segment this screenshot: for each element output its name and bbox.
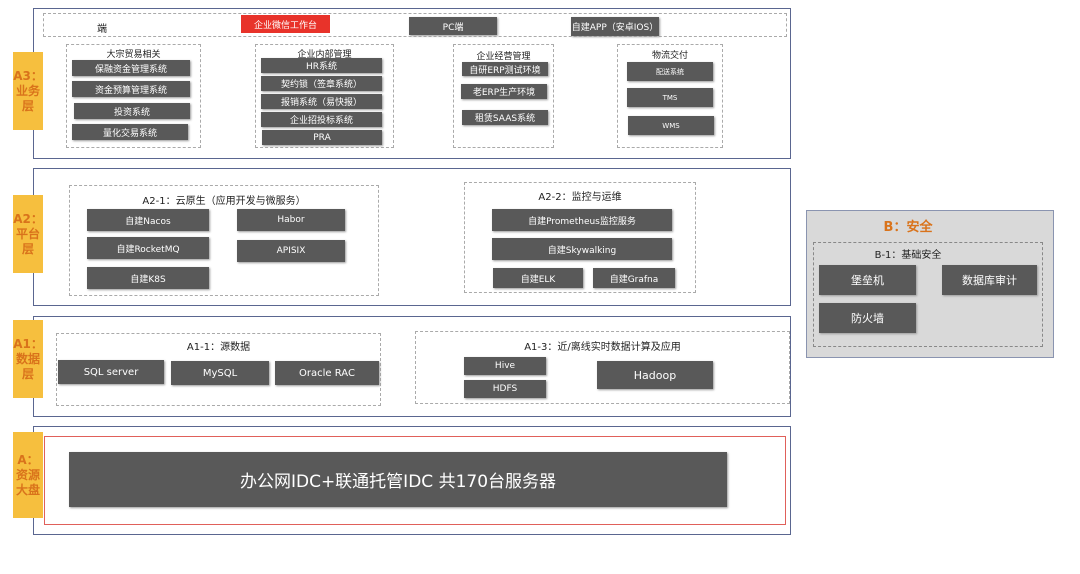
group-title: 大宗贸易相关 xyxy=(106,50,161,60)
group-operations xyxy=(453,44,554,148)
group-internal xyxy=(255,44,394,148)
group-title: 物流交付 xyxy=(651,51,688,61)
bigdata-box[interactable]: HDFS xyxy=(464,380,546,398)
system-box[interactable]: 量化交易系统 xyxy=(72,124,188,140)
endpoint-app[interactable]: 自建APP（安卓IOS） xyxy=(571,17,659,36)
system-box[interactable]: 自研ERP测试环境 xyxy=(462,62,548,76)
system-box[interactable]: 企业招投标系统 xyxy=(261,112,382,127)
security-box[interactable]: 防火墙 xyxy=(819,303,916,333)
service-box[interactable]: 自建RocketMQ xyxy=(87,237,209,259)
group-trade xyxy=(66,44,201,148)
service-box[interactable]: 自建ELK xyxy=(493,268,583,288)
group-title: B-1：基础安全 xyxy=(874,250,942,261)
group-title: A1-1：源数据 xyxy=(186,342,251,353)
service-box[interactable]: 自建Prometheus监控服务 xyxy=(492,209,672,231)
bigdata-box[interactable]: Hadoop xyxy=(597,361,713,389)
resource-summary: 办公网IDC+联通托管IDC 共170台服务器 xyxy=(69,452,727,507)
system-box[interactable]: WMS xyxy=(628,116,714,135)
group-title: A2-1：云原生（应用开发与微服务） xyxy=(142,196,306,207)
system-box[interactable]: 配送系统 xyxy=(627,62,713,81)
service-box[interactable]: 自建Skywalking xyxy=(492,238,672,260)
database-box[interactable]: SQL server xyxy=(58,360,164,384)
database-box[interactable]: Oracle RAC xyxy=(275,361,379,385)
group-source-data xyxy=(56,333,381,406)
security-box[interactable]: 数据库审计 xyxy=(942,265,1037,295)
group-basic-security xyxy=(813,242,1043,347)
system-box[interactable]: 资金预算管理系统 xyxy=(72,81,190,97)
group-title: A1-3：近/离线实时数据计算及应用 xyxy=(524,342,681,353)
system-box[interactable]: 报销系统（易快报） xyxy=(261,94,382,109)
endpoint-wechat-work[interactable]: 企业微信工作台 xyxy=(241,15,330,33)
system-box[interactable]: 老ERP生产环境 xyxy=(461,84,547,99)
group-cloud-native xyxy=(69,185,379,296)
service-box[interactable]: 自建Nacos xyxy=(87,209,209,231)
system-box[interactable]: 租赁SAAS系统 xyxy=(462,110,548,125)
security-box[interactable]: 堡垒机 xyxy=(819,265,916,295)
system-box[interactable]: HR系统 xyxy=(261,58,382,73)
group-logistics xyxy=(617,44,723,148)
service-box[interactable]: 自建Grafna xyxy=(593,268,675,288)
group-title: A2-2：监控与运维 xyxy=(538,192,622,203)
bigdata-box[interactable]: Hive xyxy=(464,357,546,375)
layer-a-badge: A：资源大盘 xyxy=(13,432,43,518)
system-box[interactable]: 保融资金管理系统 xyxy=(72,60,190,76)
layer-a2-badge: A2：平台层 xyxy=(13,195,43,273)
service-box[interactable]: APISIX xyxy=(237,240,345,262)
system-box[interactable]: 投资系统 xyxy=(74,103,190,119)
layer-a1-badge: A1：数据层 xyxy=(13,320,43,398)
endpoint-pc[interactable]: PC端 xyxy=(409,17,497,35)
system-box[interactable]: PRA xyxy=(262,130,382,145)
database-box[interactable]: MySQL xyxy=(171,361,269,385)
service-box[interactable]: Habor xyxy=(237,209,345,231)
system-box[interactable]: TMS xyxy=(627,88,713,107)
group-title: 企业经营管理 xyxy=(476,52,531,62)
group-realtime-compute xyxy=(415,331,790,404)
endpoint-row xyxy=(43,13,787,37)
endpoint-label: 端 xyxy=(97,24,107,35)
layer-a3-badge: A3：业务层 xyxy=(13,52,43,130)
system-box[interactable]: 契约锁（签章系统） xyxy=(261,76,382,91)
group-monitoring xyxy=(464,182,696,293)
service-box[interactable]: 自建K8S xyxy=(87,267,209,289)
resource-outline xyxy=(44,436,786,525)
group-title: 企业内部管理 xyxy=(297,50,352,60)
security-title: B：安全 xyxy=(883,220,933,235)
